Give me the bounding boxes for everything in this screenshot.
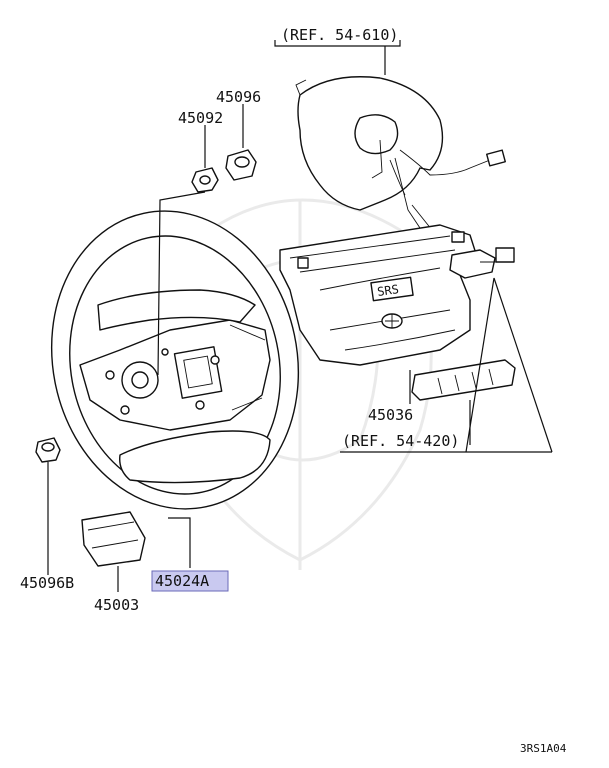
part-label-45036[interactable]: 45036 xyxy=(368,406,413,424)
washer-45092-illustration xyxy=(191,167,219,193)
clock-spring-illustration xyxy=(295,76,506,229)
leader-lines xyxy=(47,40,553,592)
nut-45096-illustration xyxy=(225,149,257,181)
srs-label: SRS xyxy=(376,282,399,299)
part-label-45024a[interactable]: 45024A xyxy=(155,572,209,590)
nut-45096b-illustration xyxy=(35,437,61,463)
part-label-45003[interactable]: 45003 xyxy=(94,596,139,614)
part-label-45096[interactable]: 45096 xyxy=(216,88,261,106)
airbag-module-illustration: SRS xyxy=(279,224,479,366)
part-label-45096b[interactable]: 45096B xyxy=(20,574,74,592)
ref-label-54-420[interactable]: (REF. 54-420) xyxy=(342,432,459,450)
connector-illustration xyxy=(449,247,515,279)
cover-45003-illustration xyxy=(81,511,146,567)
steering-wheel-illustration xyxy=(50,210,300,510)
diagram-id: 3RS1A04 xyxy=(520,742,567,755)
part-label-45092[interactable]: 45092 xyxy=(178,109,223,127)
ref-label-54-610[interactable]: (REF. 54-610) xyxy=(281,26,398,44)
horn-switch-illustration xyxy=(411,359,516,401)
highlight-box-45024a xyxy=(151,570,229,592)
